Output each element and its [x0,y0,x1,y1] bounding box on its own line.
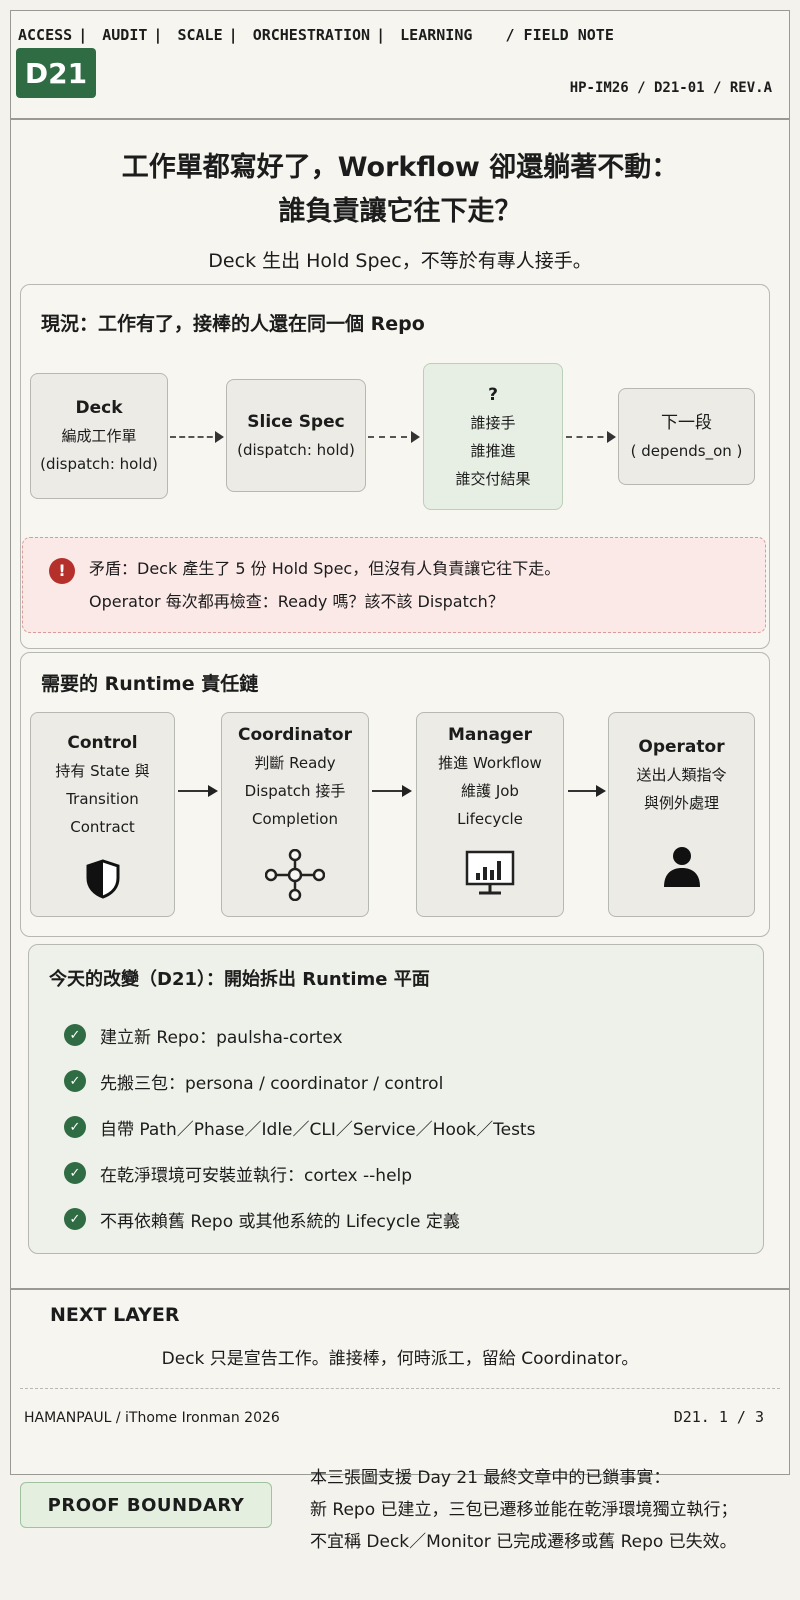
page-title: 工作單都寫好了，Workflow 卻還躺著不動： 誰負責讓它往下走？ [10,146,790,234]
flow-box-line: ( depends_on ) [630,441,743,460]
list-item-text: 不再依賴舊 Repo 或其他系統的 Lifecycle 定義 [100,1211,460,1232]
proof-line: 本三張圖支援 Day 21 最終文章中的已鎖事實： [310,1468,671,1488]
list-item-text: 先搬三包：persona / coordinator / control [100,1073,444,1094]
footer-author: HAMANPAUL / iThome Ironman 2026 [24,1410,280,1426]
alert-text: 矛盾：Deck 產生了 5 份 Hold Spec，但沒有人負責讓它往下走。 O… [89,552,560,618]
flow-box-line: 誰交付結果 [455,469,531,488]
shield-icon [85,859,121,899]
flow-box-title: ? [488,384,498,405]
list-item: ✓ 建立新 Repo：paulsha-cortex [64,1012,535,1058]
list-item: ✓ 自帶 Path／Phase／Idle／CLI／Service／Hook／Te… [64,1104,535,1150]
chain-box-title: Manager [447,725,533,745]
change-panel-title: 今天的改變（D21）：開始拆出 Runtime 平面 [49,969,430,990]
chain-box-line: Lifecycle [457,810,523,828]
person-icon [662,845,702,889]
chain-box-manager: Manager 推進 Workflow 維護 Job Lifecycle [416,712,564,917]
chain-box-line: 送出人類指令 [636,766,727,784]
chain-box-line: 維護 Job [461,782,519,800]
chain-panel-title: 需要的 Runtime 責任鏈 [41,673,259,695]
check-icon: ✓ [64,1024,86,1046]
chain-arrow [178,785,218,797]
change-panel: 今天的改變（D21）：開始拆出 Runtime 平面 [28,944,764,1254]
flow-box-line: 誰推進 [470,441,516,460]
nav-item-learning[interactable]: LEARNING [400,26,473,44]
flow-box-title: 下一段 [661,412,712,433]
proof-line: 新 Repo 已建立，三包已遷移並能在乾淨環境獨立執行； [310,1500,738,1520]
flow-arrow [368,431,420,443]
footer-divider [20,1388,780,1389]
flow-box-deck: Deck 編成工作單 (dispatch: hold) [30,373,168,499]
alert-line: 矛盾：Deck 產生了 5 份 Hold Spec，但沒有人負責讓它往下走。 [89,559,561,578]
chain-box-line: Contract [70,818,135,836]
header-divider [10,118,790,120]
check-icon: ✓ [64,1070,86,1092]
list-item: ✓ 先搬三包：persona / coordinator / control [64,1058,535,1104]
flow-arrow [170,431,224,443]
next-layer-text: Deck 只是宣告工作。誰接棒，何時派工，留給 Coordinator。 [161,1349,639,1369]
title-line-2: 誰負責讓它往下走？ [278,196,522,227]
contradiction-alert: ! 矛盾：Deck 產生了 5 份 Hold Spec，但沒有人負責讓它往下走。… [22,537,766,633]
check-icon: ✓ [64,1116,86,1138]
next-divider [10,1288,790,1290]
list-item-text: 建立新 Repo：paulsha-cortex [100,1027,343,1048]
proof-boundary-badge: PROOF BOUNDARY [20,1482,272,1528]
flow-box-line: 編成工作單 [61,427,137,445]
chain-box-title: Control [67,733,138,753]
doc-id: HP-IM26 / D21-01 / REV.A [569,80,772,96]
footer-page: D21. 1 / 3 [673,1408,764,1426]
network-icon [265,849,325,901]
flow-box-line: 誰接手 [470,413,516,432]
proof-boundary-text: 本三張圖支援 Day 21 最終文章中的已鎖事實： 新 Repo 已建立，三包已… [310,1462,800,1558]
chain-box-line: Transition [66,790,139,808]
top-nav: ACCESS| AUDIT| SCALE| ORCHESTRATION| LEA… [18,26,614,44]
nav-item-scale[interactable]: SCALE [177,26,223,44]
chain-box-title: Coordinator [238,725,352,745]
check-icon: ✓ [64,1208,86,1230]
list-item: ✓ 不再依賴舊 Repo 或其他系統的 Lifecycle 定義 [64,1196,535,1242]
day-badge: D21 [16,48,96,98]
chain-arrow [372,785,412,797]
proof-line: 不宜稱 Deck／Monitor 已完成遷移或舊 Repo 已失效。 [310,1532,737,1552]
next-layer-title: NEXT LAYER [50,1304,180,1326]
flow-box-unknown: ? 誰接手 誰推進 誰交付結果 [423,363,563,510]
list-item-text: 在乾淨環境可安裝並執行：cortex --help [100,1165,413,1186]
change-list: ✓ 建立新 Repo：paulsha-cortex ✓ 先搬三包：persona… [64,1012,535,1242]
chain-box-line: 持有 State 與 [55,762,150,780]
alert-icon: ! [49,558,75,584]
flow-box-title: Slice Spec [247,411,345,432]
nav-item-audit[interactable]: AUDIT [102,26,148,44]
page-subtitle: Deck 生出 Hold Spec，不等於有專人接手。 [208,250,592,272]
monitor-chart-icon [464,849,516,897]
chain-arrow [568,785,606,797]
flow-box-line: (dispatch: hold) [237,440,355,459]
chain-box-line: Dispatch 接手 [244,782,346,800]
nav-field-note: / FIELD NOTE [505,26,614,44]
chain-box-line: Completion [252,810,338,828]
alert-line: Operator 每次都再檢查：Ready 嗎？該不該 Dispatch？ [89,592,504,611]
status-panel-title: 現況：工作有了，接棒的人還在同一個 Repo [41,313,425,335]
chain-box-coordinator: Coordinator 判斷 Ready Dispatch 接手 Complet… [221,712,369,917]
chain-box-control: Control 持有 State 與 Transition Contract [30,712,175,917]
chain-box-title: Operator [638,737,725,757]
flow-box-next-stage: 下一段 ( depends_on ) [618,388,755,485]
flow-arrow [566,431,616,443]
flow-box-slice-spec: Slice Spec (dispatch: hold) [226,379,366,492]
nav-item-access[interactable]: ACCESS [18,26,73,44]
nav-item-orchestration[interactable]: ORCHESTRATION [252,26,371,44]
list-item: ✓ 在乾淨環境可安裝並執行：cortex --help [64,1150,535,1196]
chain-box-line: 推進 Workflow [438,754,542,772]
chain-box-operator: Operator 送出人類指令 與例外處理 [608,712,755,917]
flow-box-line: (dispatch: hold) [40,455,158,473]
list-item-text: 自帶 Path／Phase／Idle／CLI／Service／Hook／Test… [100,1119,536,1140]
chain-box-line: 與例外處理 [643,794,719,812]
check-icon: ✓ [64,1162,86,1184]
flow-box-title: Deck [75,398,123,418]
chain-box-line: 判斷 Ready [254,754,336,772]
title-line-1: 工作單都寫好了，Workflow 卻還躺著不動： [121,152,679,183]
